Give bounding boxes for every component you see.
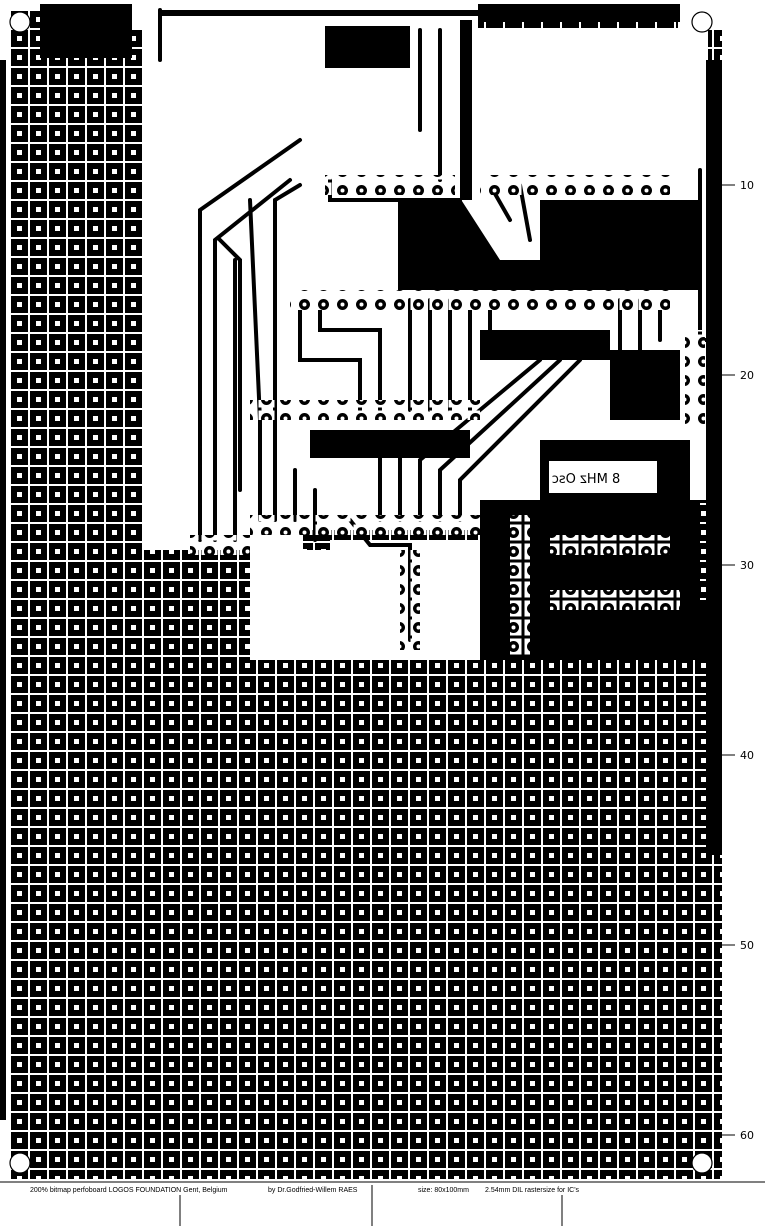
oscillator-label: 8 MHz Osc	[552, 472, 621, 487]
row-label-20: 20	[740, 369, 754, 382]
oscillator-can	[547, 459, 659, 495]
right-rail	[706, 60, 722, 855]
row-label-10: 10	[740, 179, 754, 192]
top-right-bus	[478, 4, 680, 22]
left-rail	[0, 60, 6, 1120]
row-label-40: 40	[740, 749, 754, 762]
board-note: 200% bitmap perfoboard LOGOS FOUNDATION …	[30, 1187, 228, 1194]
row-ticks	[722, 184, 735, 1136]
ic-pads	[190, 175, 705, 655]
footer-lines	[0, 1181, 765, 1226]
row-label-60: 60	[740, 1129, 754, 1142]
top-left-bus	[40, 4, 132, 58]
row-label-30: 30	[740, 559, 754, 572]
mounting-holes	[9, 11, 713, 1174]
board-size: size: 80x100mm	[418, 1187, 469, 1194]
raster-note: 2.54mm DIL rastersize for IC's	[485, 1187, 580, 1194]
row-label-50: 50	[740, 939, 754, 952]
author-credit: by Dr.Godfried-Willem RAES	[268, 1187, 358, 1194]
